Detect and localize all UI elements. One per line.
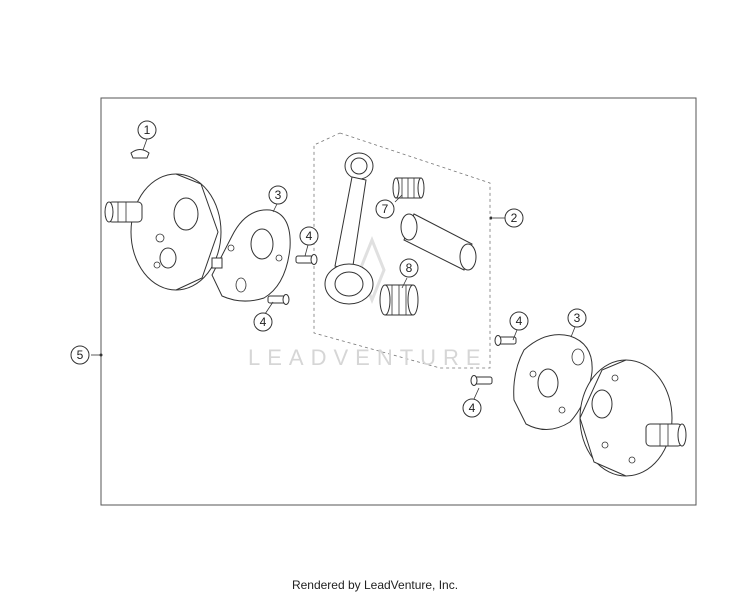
svg-text:4: 4: [306, 229, 313, 243]
part-left-counterweight[interactable]: [211, 209, 291, 302]
svg-text:3: 3: [275, 188, 282, 202]
leader-dot-2: [489, 216, 493, 220]
part-pin-right-lower[interactable]: [470, 375, 493, 386]
part-crank-pin[interactable]: [400, 213, 477, 271]
part-small-end-bearing[interactable]: [392, 177, 425, 199]
callout-7[interactable]: 7: [375, 199, 395, 219]
svg-text:LEADVENTURE: LEADVENTURE: [248, 345, 488, 370]
callout-2[interactable]: 2: [504, 208, 524, 228]
part-left-crank-half[interactable]: [104, 173, 222, 291]
leader-dot-5: [99, 353, 103, 357]
svg-text:5: 5: [77, 348, 84, 362]
callout-4-right-upper[interactable]: 4: [509, 311, 529, 331]
part-pin-right-upper[interactable]: [494, 335, 517, 346]
svg-text:1: 1: [144, 123, 151, 137]
svg-text:8: 8: [406, 261, 413, 275]
conrod-group-boundary: [313, 132, 491, 369]
part-pin-left-upper[interactable]: [295, 254, 318, 265]
svg-text:7: 7: [382, 202, 389, 216]
assembly-frame: [100, 97, 697, 506]
callout-4-left-lower[interactable]: 4: [253, 312, 273, 332]
part-woodruff-key[interactable]: [130, 149, 150, 159]
svg-text:3: 3: [574, 311, 581, 325]
part-big-end-bearing[interactable]: [379, 284, 419, 316]
callout-3-right[interactable]: 3: [567, 308, 587, 328]
callout-4-left-upper[interactable]: 4: [299, 226, 319, 246]
callout-1[interactable]: 1: [137, 120, 157, 140]
leader-lines: [91, 138, 576, 400]
callout-5[interactable]: 5: [70, 345, 90, 365]
callout-8[interactable]: 8: [399, 258, 419, 278]
svg-text:2: 2: [511, 211, 518, 225]
leadventure-watermark: LEADVENTURE: [248, 235, 488, 370]
svg-text:4: 4: [260, 315, 267, 329]
callout-4-right-lower[interactable]: 4: [462, 398, 482, 418]
part-right-crank-half[interactable]: [579, 359, 687, 477]
footer-credit: Rendered by LeadVenture, Inc.: [291, 578, 459, 592]
svg-text:4: 4: [516, 314, 523, 328]
part-right-counterweight[interactable]: [513, 334, 593, 430]
callout-3-left[interactable]: 3: [268, 185, 288, 205]
part-pin-left-lower[interactable]: [267, 294, 290, 305]
part-connecting-rod[interactable]: [324, 152, 374, 305]
svg-text:4: 4: [469, 401, 476, 415]
